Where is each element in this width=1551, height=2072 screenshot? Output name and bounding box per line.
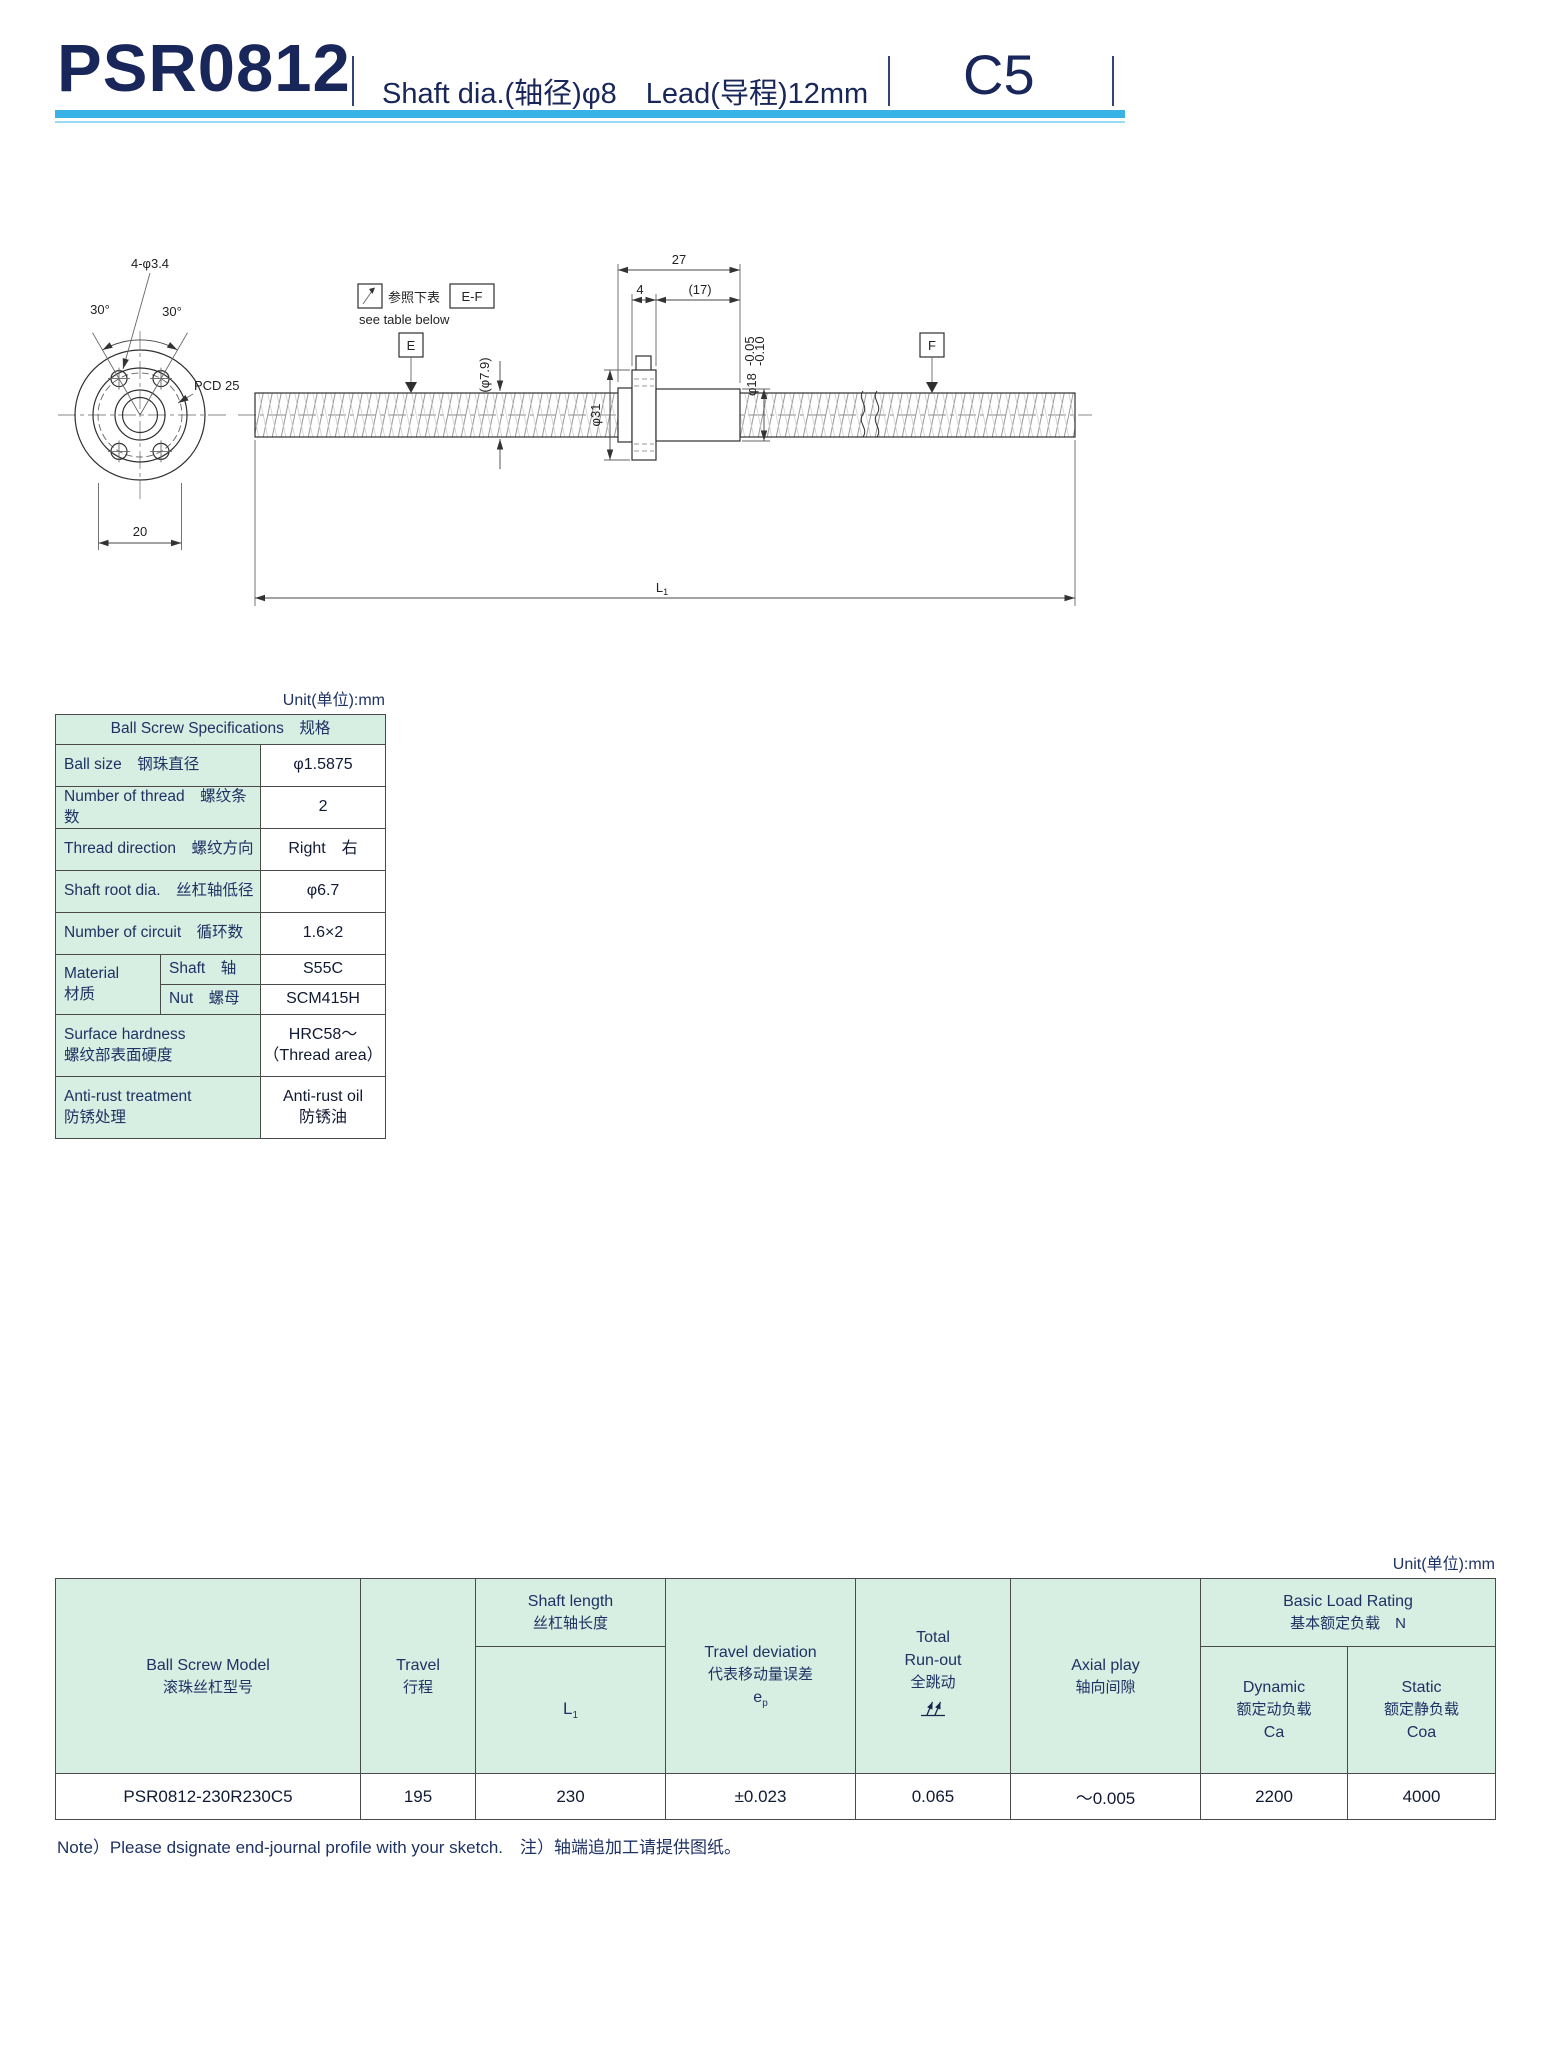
pcd-circle (97, 372, 183, 458)
datum-f-label: F (928, 338, 936, 353)
model-table-row: PSR0812-230R230C5 195 230 ±0.023 0.065 ～… (55, 1773, 1497, 1820)
runout-symbol-box (357, 283, 383, 309)
nut-flange (631, 369, 657, 461)
col-header-static: Static 额定静负载 Coa (1346, 1646, 1497, 1774)
col-header-shaft-length: Shaft length 丝杠轴长度 (475, 1578, 666, 1647)
cell-dynamic-load: 2200 (1200, 1773, 1348, 1820)
overall-length-label: L1 (656, 580, 668, 597)
angle-label: 30° (162, 304, 182, 319)
header-divider (888, 56, 890, 106)
technical-drawing: 4-φ3.4 30° 30° PCD 25 20 27 4 (58, 252, 1092, 606)
header-divider (1112, 56, 1114, 106)
side-view: 27 4 (17) φ31 (φ7.9) φ18 -0.05 -0.10 E (238, 252, 1092, 606)
header-divider (352, 56, 354, 106)
spec-material-shaft-value: S55C (259, 954, 387, 985)
spec-row-value: φ1.5875 (259, 744, 387, 787)
page-subtitle: Shaft dia.(轴径)φ8 Lead(导程)12mm (382, 78, 869, 110)
ef-box (449, 283, 495, 309)
spec-antirust-value: Anti-rust oil 防锈油 (259, 1076, 387, 1139)
col-header-runout: Total Run-out 全跳动 (855, 1578, 1011, 1774)
spec-row-value: φ6.7 (259, 870, 387, 913)
spec-unit-label: Unit(单位):mm (282, 692, 385, 709)
col-header-travel: Travel 行程 (360, 1578, 476, 1774)
holes-label: 4-φ3.4 (131, 256, 169, 271)
spec-row-label: Number of thread 螺纹条数 (55, 786, 261, 829)
header-rule-thick (55, 110, 1125, 118)
spec-material-shaft-label: Shaft 轴 (160, 954, 261, 985)
spec-row-label: Thread direction 螺纹方向 (55, 828, 261, 871)
svg-text:φ18: φ18 (744, 373, 759, 396)
spec-row-value: 1.6×2 (259, 912, 387, 955)
footnote: Note）Please dsignate end-journal profile… (57, 1838, 742, 1857)
nut-collar (617, 387, 633, 443)
model-table: Ball Screw Model 滚珠丝杠型号 Travel 行程 Shaft … (55, 1578, 1497, 1820)
cell-shaft-length: 230 (475, 1773, 666, 1820)
total-runout-icon (921, 1701, 945, 1717)
datum-e-label: E (407, 338, 416, 353)
nut-length-label: 27 (672, 252, 686, 267)
model-unit-label: Unit(单位):mm (1392, 1556, 1495, 1573)
accuracy-grade: C5 (963, 43, 1035, 106)
col-header-axial-play: Axial play 轴向间隙 (1010, 1578, 1201, 1774)
cell-runout: 0.065 (855, 1773, 1011, 1820)
ef-label: E-F (462, 289, 483, 304)
spec-material-nut-label: Nut 螺母 (160, 984, 261, 1015)
spec-table-title: Ball Screw Specifications 规格 (54, 714, 387, 745)
ref-table-en-label: see table below (359, 312, 450, 327)
angle-label: 30° (90, 302, 110, 317)
spec-surface-value: HRC58～ （Thread area） (259, 1014, 387, 1077)
spec-row-label: Shaft root dia. 丝杠轴低径 (55, 870, 261, 913)
col-header-deviation: Travel deviation 代表移动量误差 ep (665, 1578, 856, 1774)
break-line (874, 390, 880, 438)
svg-text:-0.10: -0.10 (752, 336, 767, 366)
spec-material-label: Material 材质 (55, 954, 161, 1015)
spec-surface-label: Surface hardness 螺纹部表面硬度 (55, 1014, 261, 1077)
pcd-label: PCD 25 (194, 378, 240, 393)
flange-width-label: 20 (133, 524, 147, 539)
datum-e-triangle (405, 382, 417, 393)
nut-body (655, 388, 741, 442)
cell-axial-play: ～0.005 (1010, 1773, 1201, 1820)
spec-row-value: 2 (259, 786, 387, 829)
cell-static-load: 4000 (1346, 1773, 1497, 1820)
col-header-dynamic: Dynamic 额定动负载 Ca (1200, 1646, 1348, 1774)
svg-text:-0.05: -0.05 (742, 336, 757, 366)
flange-thickness-label: 4 (636, 282, 643, 297)
col-header-model: Ball Screw Model 滚珠丝杠型号 (55, 1578, 361, 1774)
runout-symbol-arrow (369, 287, 375, 294)
datum-f-flag (919, 332, 945, 358)
col-header-load-rating: Basic Load Rating 基本额定负载 N (1199, 1578, 1497, 1647)
header-rule-thin (55, 121, 1125, 123)
spec-table: Ball Screw Specifications 规格 Ball size 钢… (54, 714, 387, 1139)
end-view: 4-φ3.4 30° 30° PCD 25 20 (58, 256, 240, 550)
break-line (860, 390, 866, 438)
shaft-od-label: (φ7.9) (477, 357, 492, 392)
spec-row-label: Ball size 钢珠直径 (55, 744, 261, 787)
spec-material-nut-value: SCM415H (259, 984, 387, 1015)
spec-antirust-label: Anti-rust treatment 防锈处理 (55, 1076, 261, 1139)
cell-travel: 195 (360, 1773, 476, 1820)
page-title: PSR0812 (57, 31, 351, 106)
cell-deviation: ±0.023 (665, 1773, 856, 1820)
col-header-shaft-length-symbol: L1 (475, 1646, 666, 1774)
spigot-od-label: φ18 -0.05 -0.10 (742, 336, 767, 396)
ref-table-cn-label: 参照下表 (388, 290, 440, 305)
cell-model: PSR0812-230R230C5 (55, 1773, 361, 1820)
body-length-label: (17) (688, 282, 711, 297)
nut-od-label: φ31 (588, 404, 603, 427)
datum-f-triangle (926, 382, 938, 393)
ef-reference-callout: 参照下表 E-F see table below (357, 283, 495, 327)
spec-row-label: Number of circuit 循环数 (55, 912, 261, 955)
datum-e-flag (398, 332, 424, 358)
spec-row-value: Right 右 (259, 828, 387, 871)
